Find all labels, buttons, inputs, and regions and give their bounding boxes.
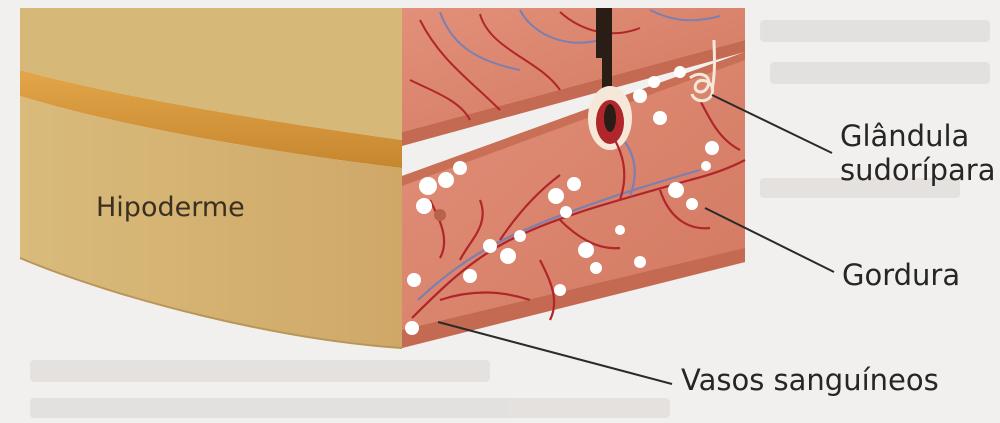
label-gordura: Gordura <box>842 258 960 292</box>
label-glandula-line-2: sudorípara <box>840 153 996 187</box>
label-glandula-sudoripara: Glândula sudorípara <box>840 119 996 187</box>
label-vasos-sanguineos: Vasos sanguíneos <box>681 363 939 397</box>
label-glandula-line-1: Glândula <box>840 119 996 153</box>
label-hipoderme: Hipoderme <box>96 192 245 224</box>
